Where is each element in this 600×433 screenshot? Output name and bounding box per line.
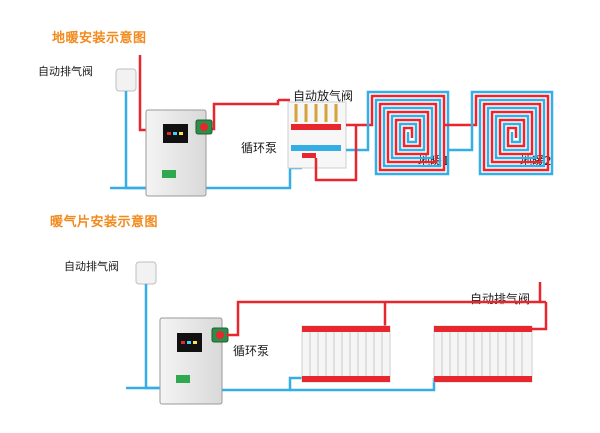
floor-heating-title: 地暖安装示意图 bbox=[52, 31, 147, 46]
floor-boiler-badge bbox=[162, 170, 176, 178]
floor-loop-2-coil bbox=[444, 90, 554, 176]
radiator-pump-label: 循环泵 bbox=[233, 344, 270, 358]
floor-auto-vent-left-label: 自动排气阀 bbox=[38, 65, 93, 78]
floor-expansion-tank bbox=[115, 68, 137, 92]
floor-supply-pipe bbox=[138, 55, 148, 132]
floor-boiler bbox=[145, 109, 207, 197]
floor-return-pipe bbox=[124, 104, 148, 190]
floor-manifold-vent-label: 自动放气阀 bbox=[293, 89, 354, 103]
radiator-panel-2 bbox=[433, 325, 533, 383]
floor-loop-1-coil bbox=[346, 90, 450, 176]
floor-pump-label: 循环泵 bbox=[241, 141, 278, 155]
radiator-boiler-badge bbox=[176, 375, 190, 383]
radiator-expansion-tank bbox=[135, 261, 157, 285]
radiator-title: 暖气片安装示意图 bbox=[50, 215, 159, 230]
radiator-auto-vent-left-label: 自动排气阀 bbox=[64, 260, 119, 273]
radiator-return-pipe bbox=[222, 376, 302, 392]
radiator-supply-pipe bbox=[226, 282, 542, 337]
radiator-boiler bbox=[159, 317, 223, 405]
radiator-panel-1 bbox=[301, 325, 391, 383]
